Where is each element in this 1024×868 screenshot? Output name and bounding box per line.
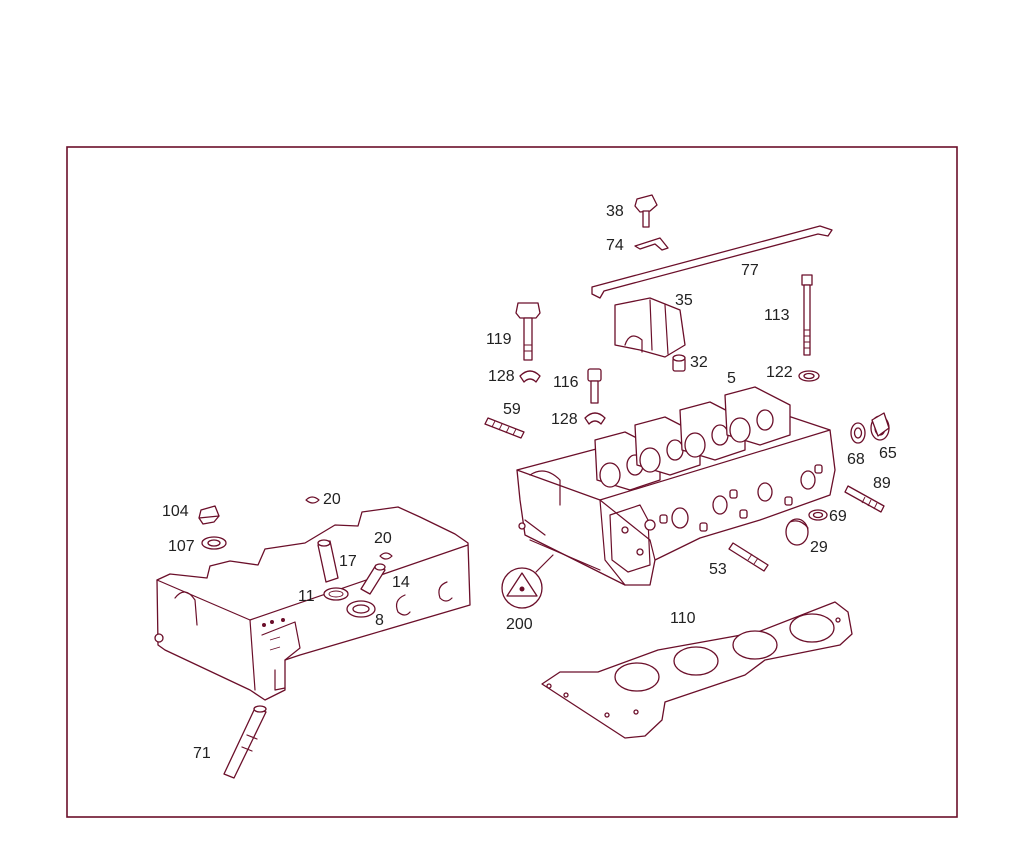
part-128-washer-a [519,370,541,383]
callout-77: 77 [741,262,759,279]
callout-89: 89 [873,475,891,492]
part-65-plug [870,412,890,441]
diagram-frame [66,146,958,818]
part-122-washer [798,370,820,382]
callout-113: 113 [764,307,790,324]
callout-17: 17 [339,553,357,570]
callout-35: 35 [675,292,693,309]
part-119-bolt [515,302,541,361]
callout-116: 116 [553,374,579,391]
callout-59: 59 [503,401,521,418]
callout-68: 68 [847,451,865,468]
part-20-clip-a [305,496,320,504]
part-116-bolt [587,368,602,404]
callout-71: 71 [193,745,211,762]
part-113-bolt [801,274,813,356]
callout-128-a: 128 [488,368,515,385]
callout-38: 38 [606,203,624,220]
callout-69: 69 [829,508,847,525]
part-74-bracket [634,237,669,251]
callout-8: 8 [375,612,384,629]
front-face-details [609,464,823,573]
callout-110: 110 [670,610,696,627]
part-29-plug [785,518,809,546]
callout-32: 32 [690,354,708,371]
callout-53: 53 [709,561,727,578]
part-32-sleeve [672,354,686,372]
part-35-bearing-cap [614,297,686,358]
callout-74: 74 [606,237,624,254]
callout-20-a: 20 [323,491,341,508]
part-14-tube [360,563,386,595]
part-53-stud [728,542,769,572]
part-77-rail [591,225,833,299]
part-69-washer [808,509,828,521]
part-68-washer [850,422,866,444]
callout-104: 104 [162,503,189,520]
callout-14: 14 [392,574,410,591]
part-38-bolt [634,194,658,228]
part-200-plate [501,554,554,609]
part-20-clip-b [379,552,393,560]
callout-65: 65 [879,445,897,462]
callout-11: 11 [298,588,315,605]
part-104-plug [198,505,220,525]
callout-122: 122 [766,364,793,381]
callout-119: 119 [486,331,512,348]
callout-5: 5 [727,370,736,387]
cam-towers [594,386,791,491]
callout-107: 107 [168,538,195,555]
callout-29: 29 [810,539,828,556]
part-89-stud [844,485,885,513]
part-11-oring [323,587,349,601]
part-110-head-gasket [541,601,853,739]
callout-200: 200 [506,616,533,633]
part-128-washer-b [584,412,606,425]
callout-20-b: 20 [374,530,392,547]
part-59-stud [484,417,525,439]
part-8-seal [346,600,376,618]
part-17-tube [317,539,339,583]
part-71-pipe [223,705,267,779]
callout-128-b: 128 [551,411,578,428]
part-107-washer [201,536,227,550]
cylinder-head [516,386,836,586]
